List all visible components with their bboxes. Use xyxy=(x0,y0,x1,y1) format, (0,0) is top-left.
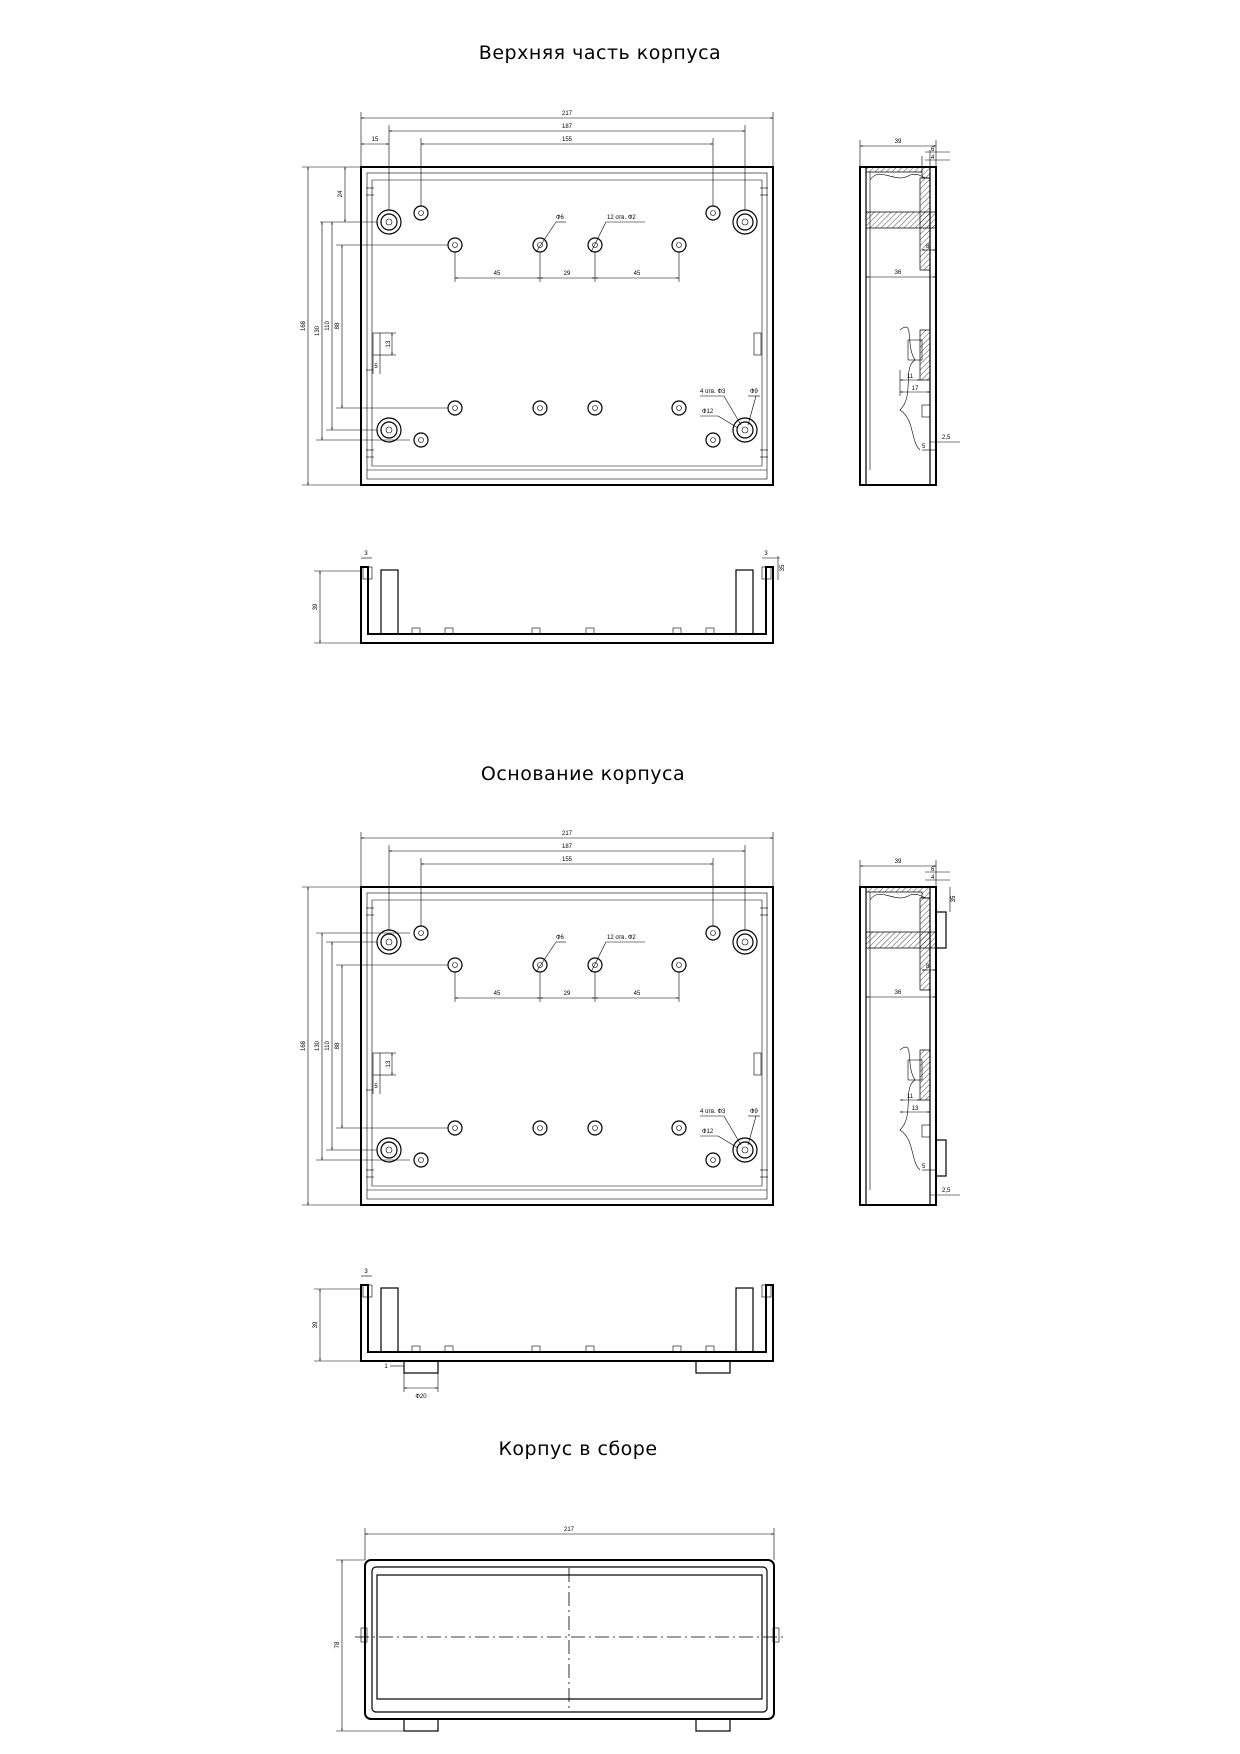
dim-130: 130 xyxy=(315,325,321,336)
dim-3: 3 xyxy=(764,551,768,557)
base-plan-view: 217 187 155 45 29 45 168 130 110 88 13 5… xyxy=(301,831,774,1206)
dim-168: 168 xyxy=(301,1040,307,1051)
title-top-part: Верхняя часть корпуса xyxy=(478,42,722,64)
label-phi12: Ф12 xyxy=(702,409,714,415)
dim-8: 8 xyxy=(926,964,930,970)
dim-6: 6 xyxy=(931,867,935,873)
dim-5: 5 xyxy=(922,444,926,450)
dim-110: 110 xyxy=(325,321,331,331)
dim-15: 15 xyxy=(372,137,379,143)
label-12-holes: 12 отв. Ф2 xyxy=(607,215,636,221)
base-front-section: 39 3 1 Ф20 xyxy=(313,1269,774,1400)
dim-36: 36 xyxy=(895,270,902,276)
label-phi20: Ф20 xyxy=(415,1394,427,1400)
dim-2-5: 2,5 xyxy=(942,1188,951,1194)
dim-13: 13 xyxy=(912,1106,919,1112)
dim-5: 5 xyxy=(374,364,378,370)
dim-11: 11 xyxy=(907,374,914,380)
hole-icon xyxy=(413,925,721,1168)
dim-88: 88 xyxy=(335,322,341,329)
dim-187: 187 xyxy=(562,844,573,850)
top-front-section: 39 3 3 35 xyxy=(313,551,786,644)
hole-icon xyxy=(413,205,721,448)
top-side-section: 39 6 4 8 36 11 17 2,5 5 xyxy=(859,139,960,486)
dim-2-5: 2,5 xyxy=(942,435,951,441)
dim-6: 6 xyxy=(931,147,935,153)
title-base: Основание корпуса xyxy=(480,763,686,785)
dim-8: 8 xyxy=(926,244,930,250)
dim-4: 4 xyxy=(931,155,935,161)
dim-1: 1 xyxy=(384,1364,388,1370)
dim-168: 168 xyxy=(301,320,307,331)
dim-39: 39 xyxy=(895,859,902,865)
dim-88: 88 xyxy=(335,1042,341,1049)
dim-45: 45 xyxy=(494,271,501,277)
dim-155: 155 xyxy=(562,137,573,143)
dim-3-5: 35 xyxy=(780,564,786,571)
label-phi12: Ф12 xyxy=(702,1129,714,1135)
boss-icon xyxy=(376,929,758,1163)
dim-29: 29 xyxy=(564,271,571,277)
dim-45: 45 xyxy=(494,991,501,997)
dim-17: 17 xyxy=(912,386,919,392)
dim-11: 11 xyxy=(907,1094,914,1100)
dim-24: 24 xyxy=(338,190,344,197)
label-4-holes: 4 отв. Ф3 xyxy=(700,1109,726,1115)
label-phi6: Ф6 xyxy=(556,215,565,221)
assembly-view: 217 78 xyxy=(335,1527,785,1732)
dim-45: 45 xyxy=(634,991,641,997)
label-phi9: Ф9 xyxy=(750,389,759,395)
dim-3: 3 xyxy=(364,551,368,557)
dim-39: 39 xyxy=(313,1321,319,1328)
dim-155: 155 xyxy=(562,857,573,863)
boss-icon xyxy=(376,209,758,443)
dim-187: 187 xyxy=(562,124,573,130)
title-assembly: Корпус в сборе xyxy=(498,1438,658,1460)
dim-217: 217 xyxy=(562,111,573,117)
base-side-section: 39 6 4 35 8 36 11 13 5 2,5 xyxy=(859,859,960,1206)
label-phi6: Ф6 xyxy=(556,935,565,941)
dim-110: 110 xyxy=(325,1041,331,1051)
dim-29: 29 xyxy=(564,991,571,997)
label-phi9: Ф9 xyxy=(750,1109,759,1115)
dim-5: 5 xyxy=(922,1164,926,1170)
label-4-holes: 4 отв. Ф3 xyxy=(700,389,726,395)
dim-13: 13 xyxy=(386,1060,392,1067)
dim-13: 13 xyxy=(386,340,392,347)
dim-39: 39 xyxy=(895,139,902,145)
dim-130: 130 xyxy=(315,1040,321,1051)
dim-4: 4 xyxy=(931,875,935,881)
dim-3-5: 35 xyxy=(951,895,957,902)
dim-78: 78 xyxy=(335,1641,341,1648)
dim-217: 217 xyxy=(564,1527,575,1533)
top-plan-view: 217 187 155 15 45 29 45 168 24 130 110 8… xyxy=(301,111,774,486)
dim-39: 39 xyxy=(313,603,319,610)
dim-5: 5 xyxy=(374,1084,378,1090)
dim-36: 36 xyxy=(895,990,902,996)
dim-217: 217 xyxy=(562,831,573,837)
dim-3: 3 xyxy=(364,1269,368,1275)
label-12-holes: 12 отв. Ф2 xyxy=(607,935,636,941)
dim-45: 45 xyxy=(634,271,641,277)
